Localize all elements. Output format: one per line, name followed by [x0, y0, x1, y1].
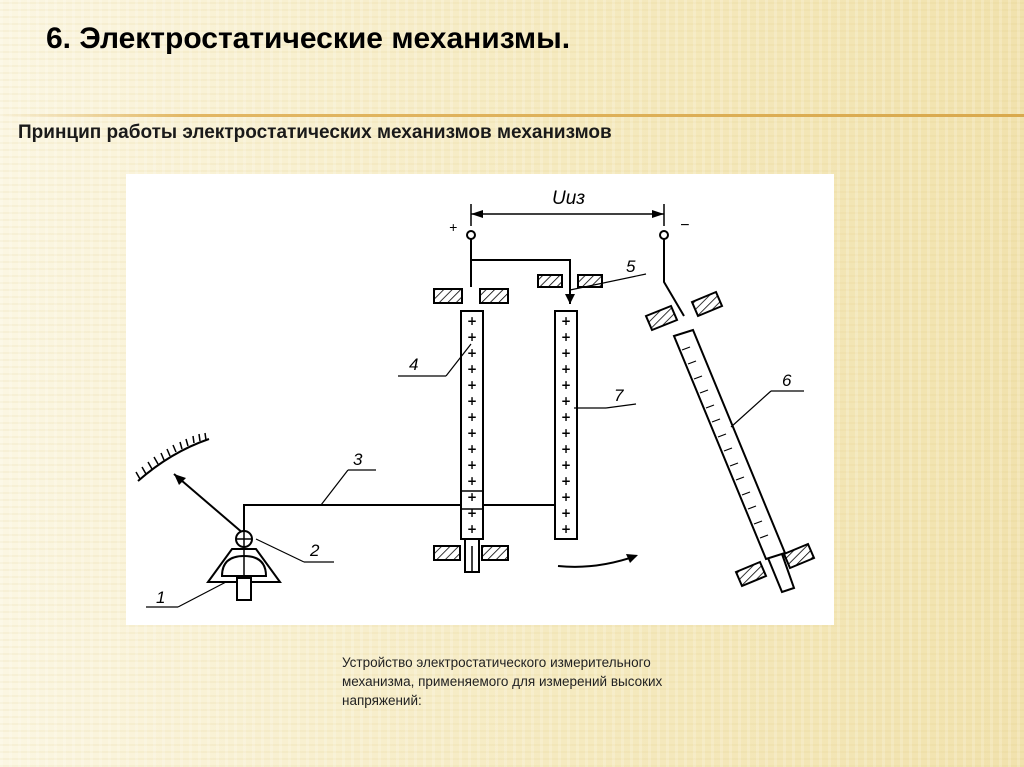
plate-4-plus: +: [467, 410, 477, 424]
support-hatch: [734, 560, 768, 588]
plate-7-plus: +: [561, 330, 571, 344]
label-7: 7: [614, 386, 624, 405]
slide-title: 6. Электростатические механизмы.: [46, 22, 571, 55]
label-5: 5: [626, 257, 636, 276]
dimension-arrow-right: [652, 210, 664, 218]
plate-7-plus: +: [561, 442, 571, 456]
voltage-label: Uиз: [552, 188, 585, 209]
positive-terminal: [466, 230, 476, 240]
fixed-plate-4: [460, 310, 484, 540]
movable-plate-6: [672, 328, 787, 561]
plate-4-plus: +: [467, 346, 477, 360]
title-divider: [0, 114, 1024, 117]
plate-7-plus: +: [561, 426, 571, 440]
plus-sign: +: [449, 219, 457, 235]
arrow-5: [565, 294, 575, 304]
support-hatch: [690, 290, 724, 318]
plate-4-plus: +: [467, 394, 477, 408]
plate-4-plus: +: [467, 490, 477, 504]
plate-7-plus: +: [561, 378, 571, 392]
link-3-left: [243, 504, 461, 534]
plate-4-plus: +: [467, 426, 477, 440]
plate-7-plus: +: [561, 474, 571, 488]
support-hatch: [537, 274, 563, 288]
label-2: 2: [309, 541, 320, 560]
plate-7-plus: +: [561, 394, 571, 408]
plate-6-ticks: [681, 346, 769, 539]
rotation-arrowhead: [626, 554, 638, 563]
pointer-tip: [174, 474, 186, 485]
label-3: 3: [353, 450, 363, 469]
scale-arc: [137, 438, 210, 482]
plate-4-plus: +: [467, 474, 477, 488]
plate-7-plus: +: [561, 522, 571, 536]
leader-6: [730, 390, 772, 428]
label-1: 1: [156, 588, 165, 607]
wire-minus-to-plate6: [663, 239, 685, 317]
scale-ticks: [135, 432, 207, 480]
plate-4-plus: +: [467, 314, 477, 328]
leader-4: [445, 343, 472, 377]
plate-7-plus: +: [561, 490, 571, 504]
slide-subtitle: Принцип работы электростатических механи…: [18, 122, 612, 143]
leader-5: [569, 273, 647, 291]
plate-7-plus: +: [561, 362, 571, 376]
plate-4-plus: +: [467, 522, 477, 536]
leader-3: [320, 469, 349, 506]
plate-4-plus: +: [467, 362, 477, 376]
plate-7-plus: +: [561, 346, 571, 360]
support-hatch: [782, 542, 816, 570]
fixed-plate-7: [554, 310, 578, 540]
negative-terminal: [659, 230, 669, 240]
minus-sign: −: [680, 217, 689, 234]
plate-7-plus: +: [561, 506, 571, 520]
support-hatch: [644, 304, 679, 332]
support-hatch: [481, 545, 509, 561]
damper-frame: [206, 548, 282, 583]
mechanism-diagram: Uиз + − 4 5 7 6 3 2 1 ++++++++++++++++++…: [126, 174, 834, 625]
plate-charge-signs: + + + + + + + + + + + + + + + + + + + + + + + + + + + +: [467, 314, 571, 536]
damper-stem: [236, 577, 252, 601]
support-hatch: [433, 545, 461, 561]
dimension-arrow-left: [471, 210, 483, 218]
leader-7: [605, 403, 637, 409]
shaft-plate-6: [767, 553, 796, 594]
wire-plus-to-plate7: [471, 259, 571, 304]
plate-4-plus: +: [467, 506, 477, 520]
pointer-needle: [173, 473, 245, 535]
support-hatch: [433, 288, 463, 304]
plate-4-plus: +: [467, 442, 477, 456]
plate-7-plus: +: [561, 458, 571, 472]
rotation-arrow: [557, 555, 637, 568]
support-hatch: [479, 288, 509, 304]
plate-4-plus: +: [467, 330, 477, 344]
label-6: 6: [782, 371, 792, 390]
plate-7-plus: +: [561, 410, 571, 424]
plate-7-plus: +: [561, 314, 571, 328]
plate-4-plus: +: [467, 378, 477, 392]
diagram-svg: Uиз + − 4 5 7 6 3 2 1 ++++++++++++++++++…: [135, 188, 816, 608]
leader-1: [177, 581, 227, 608]
leader-2: [255, 538, 305, 563]
diagram-caption: Устройство электростатического измерител…: [342, 655, 663, 708]
label-4: 4: [409, 355, 418, 374]
plate-4-plus: +: [467, 458, 477, 472]
